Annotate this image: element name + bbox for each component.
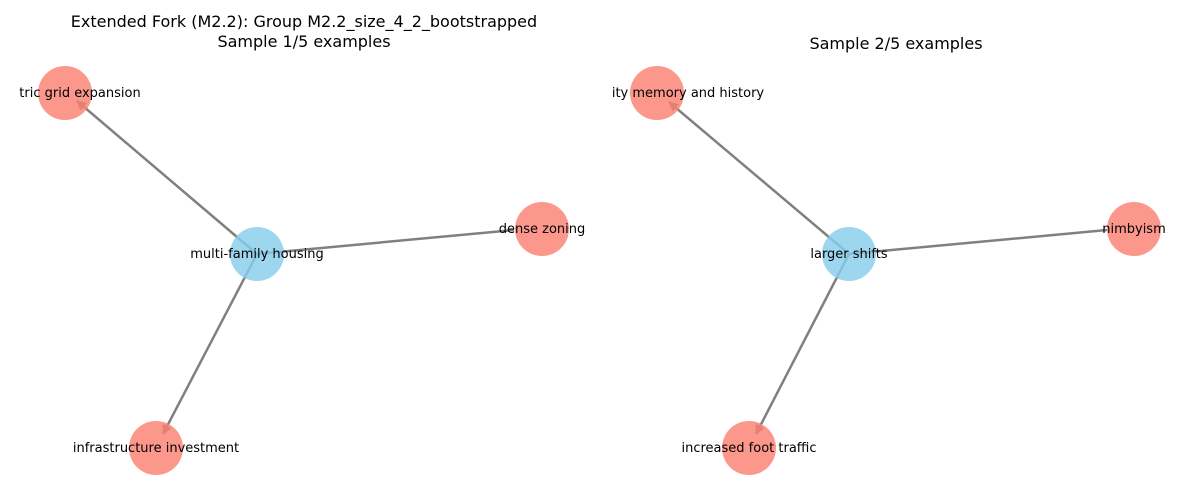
edge-multi-family-to-grid — [76, 100, 258, 255]
label-dense-zoning: dense zoning — [499, 222, 586, 237]
node-increased-foot-traffic — [722, 421, 776, 475]
edge-multi-family-to-infrastructure — [161, 253, 259, 435]
label-tric-grid-expansion: tric grid expansion — [19, 86, 140, 101]
panel-1-title: Extended Fork (M2.2): Group M2.2_size_4_… — [0, 12, 608, 52]
node-larger-shifts — [822, 227, 876, 281]
node-ity-memory-and-history — [630, 66, 684, 120]
edge-larger-shifts-to-nimbyism — [848, 228, 1108, 256]
panel-2-title-line2: Sample 2/5 examples — [809, 34, 983, 53]
node-infrastructure-investment — [129, 421, 183, 475]
edge-multi-family-to-zoning — [256, 228, 515, 256]
edge-larger-shifts-to-foot-traffic — [754, 253, 851, 435]
panel-2-title: Sample 2/5 examples — [600, 34, 1192, 54]
label-increased-foot-traffic: increased foot traffic — [681, 441, 816, 456]
panel-2-edges — [668, 101, 1108, 435]
label-larger-shifts: larger shifts — [810, 247, 887, 262]
edge-larger-shifts-to-memory — [668, 101, 850, 255]
node-tric-grid-expansion — [38, 66, 92, 120]
panel-1-title-line1: Extended Fork (M2.2): Group M2.2_size_4_… — [70, 12, 538, 31]
label-multi-family-housing: multi-family housing — [190, 247, 323, 262]
node-dense-zoning — [515, 202, 569, 256]
label-nimbyism: nimbyism — [1102, 222, 1166, 237]
panel-1-title-line2: Sample 1/5 examples — [217, 32, 391, 51]
label-ity-memory-and-history: ity memory and history — [612, 86, 765, 101]
node-nimbyism — [1107, 202, 1161, 256]
panel-1-edges — [76, 100, 515, 435]
label-infrastructure-investment: infrastructure investment — [73, 441, 239, 456]
node-multi-family-housing — [230, 227, 284, 281]
